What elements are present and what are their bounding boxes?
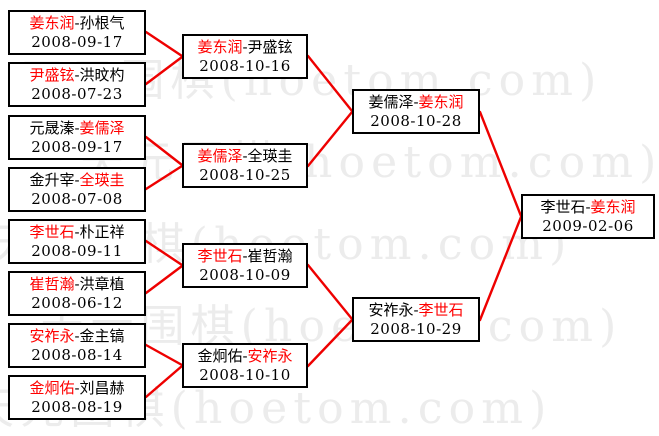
player-name: 安祚永 (368, 300, 414, 319)
separator: - (242, 146, 248, 165)
separator: - (74, 118, 80, 137)
match-date: 2008-09-17 (31, 32, 123, 51)
match-players: 李世石-朴正祥 (29, 223, 124, 242)
match-box-qf-2: 姜儒泽-全瑛圭 2008-10-25 (182, 143, 308, 188)
match-players: 姜东润-孙根气 (29, 14, 124, 33)
match-box-sf-2: 安祚永-李世石 2008-10-29 (352, 297, 480, 342)
match-box-final: 李世石-姜东润 2009-02-06 (521, 194, 655, 239)
player-name: 安祚永 (29, 326, 75, 345)
match-players: 李世石-崔哲瀚 (197, 247, 292, 266)
player-name: 李世石 (197, 246, 243, 265)
player-name: 崔哲瀚 (247, 246, 293, 265)
player-name: 姜东润 (590, 197, 636, 216)
player-name: 金主镐 (79, 326, 125, 345)
match-date: 2008-10-10 (199, 365, 291, 384)
match-players: 安祚永-金主镐 (29, 327, 124, 346)
player-name: 孙根气 (79, 13, 125, 32)
player-name: 金炯佑 (197, 346, 243, 365)
match-box-r16-5: 李世石-朴正祥 2008-09-11 (8, 219, 146, 264)
match-box-r16-4: 金升宰-全瑛圭 2008-07-08 (8, 167, 146, 212)
match-date: 2008-10-25 (199, 165, 291, 184)
separator: - (242, 246, 248, 265)
player-name: 姜东润 (418, 92, 464, 111)
player-name: 尹盛铉 (247, 37, 293, 56)
match-date: 2008-10-09 (199, 265, 291, 284)
separator: - (242, 37, 248, 56)
watermark-text: 天元围棋(hoetom.com) (80, 137, 659, 188)
match-players: 姜儒泽-全瑛圭 (197, 147, 292, 166)
match-date: 2008-08-19 (31, 397, 123, 416)
player-name: 全瑛圭 (247, 146, 293, 165)
player-name: 崔哲瀚 (29, 274, 75, 293)
match-players: 金升宰-全瑛圭 (29, 171, 124, 190)
match-box-r16-6: 崔哲瀚-洪章植 2008-06-12 (8, 271, 146, 316)
match-date: 2008-07-08 (31, 189, 123, 208)
match-players: 崔哲瀚-洪章植 (29, 275, 124, 294)
match-box-sf-1: 姜儒泽-姜东润 2008-10-28 (352, 89, 480, 134)
match-date: 2008-09-11 (31, 241, 123, 260)
match-players: 金炯佑-刘昌赫 (29, 379, 124, 398)
match-box-r16-2: 尹盛铉-洪旼杓 2008-07-23 (8, 62, 146, 107)
separator: - (74, 170, 80, 189)
match-date: 2008-07-23 (31, 84, 123, 103)
match-date: 2008-10-29 (370, 319, 462, 338)
player-name: 尹盛铉 (29, 65, 75, 84)
player-name: 李世石 (540, 197, 586, 216)
match-players: 姜东润-尹盛铉 (197, 38, 292, 57)
match-players: 元晟溱-姜儒泽 (29, 119, 124, 138)
player-name: 安祚永 (247, 346, 293, 365)
separator: - (74, 274, 80, 293)
player-name: 洪章植 (79, 274, 125, 293)
match-box-r16-7: 安祚永-金主镐 2008-08-14 (8, 323, 146, 368)
match-box-r16-8: 金炯佑-刘昌赫 2008-08-19 (8, 375, 146, 420)
match-players: 姜儒泽-姜东润 (368, 93, 463, 112)
player-name: 元晟溱 (29, 118, 75, 137)
separator: - (242, 346, 248, 365)
player-name: 姜东润 (197, 37, 243, 56)
match-players: 安祚永-李世石 (368, 301, 463, 320)
match-box-qf-3: 李世石-崔哲瀚 2008-10-09 (182, 243, 308, 288)
separator: - (74, 326, 80, 345)
player-name: 李世石 (29, 222, 75, 241)
match-date: 2008-08-14 (31, 345, 123, 364)
player-name: 全瑛圭 (79, 170, 125, 189)
separator: - (74, 13, 80, 32)
match-date: 2008-10-16 (199, 56, 291, 75)
player-name: 洪旼杓 (79, 65, 125, 84)
separator: - (413, 92, 419, 111)
match-date: 2008-06-12 (31, 293, 123, 312)
player-name: 刘昌赫 (79, 378, 125, 397)
match-box-r16-3: 元晟溱-姜儒泽 2008-09-17 (8, 115, 146, 160)
player-name: 金炯佑 (29, 378, 75, 397)
player-name: 姜儒泽 (368, 92, 414, 111)
separator: - (585, 197, 591, 216)
match-date: 2008-09-17 (31, 137, 123, 156)
match-box-qf-4: 金炯佑-安祚永 2008-10-10 (182, 343, 308, 388)
separator: - (413, 300, 419, 319)
player-name: 朴正祥 (79, 222, 125, 241)
match-players: 李世石-姜东润 (540, 198, 635, 217)
player-name: 李世石 (418, 300, 464, 319)
player-name: 姜东润 (29, 13, 75, 32)
separator: - (74, 65, 80, 84)
match-date: 2008-10-28 (370, 111, 462, 130)
match-box-qf-1: 姜东润-尹盛铉 2008-10-16 (182, 34, 308, 79)
separator: - (74, 378, 80, 397)
player-name: 姜儒泽 (197, 146, 243, 165)
match-players: 尹盛铉-洪旼杓 (29, 66, 124, 85)
match-players: 金炯佑-安祚永 (197, 347, 292, 366)
separator: - (74, 222, 80, 241)
match-date: 2009-02-06 (542, 216, 634, 235)
match-box-r16-1: 姜东润-孙根气 2008-09-17 (8, 10, 146, 55)
player-name: 金升宰 (29, 170, 75, 189)
player-name: 姜儒泽 (79, 118, 125, 137)
